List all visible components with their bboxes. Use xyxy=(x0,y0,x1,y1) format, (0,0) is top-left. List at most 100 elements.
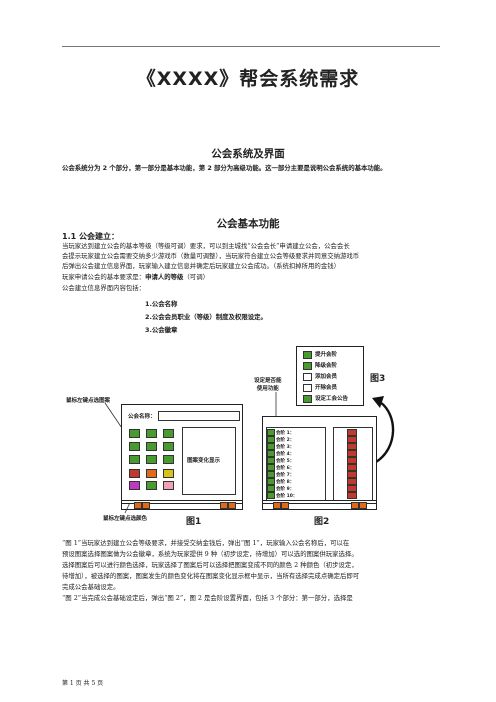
para4-line1: “图 1”当玩家达到建立公会等级要求，并接受交纳金钱后，弹出“图 1”，玩家输入… xyxy=(62,539,350,547)
fig3-label: 图3 xyxy=(370,374,386,384)
para2-prefix: 玩家申请公会的基本要求是： xyxy=(62,273,146,281)
color-option-red[interactable] xyxy=(129,469,140,478)
rank-flag-icon xyxy=(267,478,275,485)
para2: 玩家申请公会的基本要求是：申请人的等级（可调） xyxy=(62,272,434,282)
para3: 公会建立信息界面内容包括： xyxy=(62,284,146,292)
arrow-head-icon xyxy=(372,396,384,408)
menu-add-member[interactable]: 添加会员 xyxy=(303,372,337,382)
pattern-preview-label: 图案变化显示 xyxy=(187,458,221,464)
rank-row-8[interactable]: 会阶 8： xyxy=(267,478,294,485)
fig2-button-b[interactable] xyxy=(281,502,289,509)
pattern-option-6[interactable] xyxy=(163,442,174,451)
pattern-preview-box: 图案变化显示 xyxy=(182,427,236,495)
pattern-option-3[interactable] xyxy=(163,429,174,438)
checkbox-off-icon[interactable] xyxy=(303,383,312,392)
fig1-button-c[interactable] xyxy=(220,502,228,509)
para1-line3: 后弹出公会建立信息界面，玩家输入建立信息并确定后玩家建立公会成功。（系统扣掉所用… xyxy=(62,262,340,270)
fig2-button-bar xyxy=(262,500,377,510)
para2-suffix: （可调） xyxy=(183,273,209,281)
pattern-option-9[interactable] xyxy=(163,455,174,464)
color-option-green[interactable] xyxy=(146,481,157,490)
fig1-label: 图1 xyxy=(186,517,202,527)
permission-toggle-10[interactable] xyxy=(347,492,357,499)
fig1-button-bar xyxy=(121,500,243,510)
rank-flag-icon xyxy=(267,443,275,450)
fig2-button-a[interactable] xyxy=(273,502,281,509)
menu-remove-member[interactable]: 开除会员 xyxy=(303,383,337,393)
checkbox-on-icon[interactable] xyxy=(303,394,312,403)
pattern-option-2[interactable] xyxy=(146,429,157,438)
rank-flag-icon xyxy=(267,436,275,443)
menu-set-notice[interactable]: 设定工会公告 xyxy=(303,394,348,404)
rank-flag-icon xyxy=(267,450,275,457)
rank-flag-icon xyxy=(267,471,275,478)
pattern-option-7[interactable] xyxy=(129,455,140,464)
guild-name-input[interactable] xyxy=(158,411,240,421)
click-color-label: 鼠标左键点选颜色 xyxy=(103,516,148,522)
para4-line3: 选择图案后可以进行颜色选择，玩家选择了图案后可以选择把图案变成不同的颜色 2 种… xyxy=(62,561,358,569)
para1-line1: 当玩家达到建立公会的基本等级（等级可调）要求，可以到主城找“公会会长”申请建立公… xyxy=(62,242,350,250)
rank-row-7[interactable]: 会阶 7： xyxy=(267,471,294,478)
checkbox-on-icon[interactable] xyxy=(303,361,312,370)
click-icon-label: 鼠标左键点选图案 xyxy=(66,398,111,404)
fig2-label: 图2 xyxy=(314,517,330,527)
fig1-button-a[interactable] xyxy=(134,502,142,509)
rank-row-6[interactable]: 会阶 6： xyxy=(267,464,294,471)
fig2-button-d[interactable] xyxy=(359,502,367,509)
rank-row-9[interactable]: 会阶 9： xyxy=(267,485,294,492)
page-footer: 第 1 页 共 5 页 xyxy=(62,680,104,687)
permission-toggle-6[interactable] xyxy=(347,464,357,471)
color-option-orange[interactable] xyxy=(146,469,157,478)
rank-row-5[interactable]: 会阶 5： xyxy=(267,457,294,464)
permission-toggle-5[interactable] xyxy=(347,457,357,464)
list-item-2: 2.公会会员职业（等级）制度及权限设定。 xyxy=(145,313,267,321)
rank-row-4[interactable]: 会阶 4： xyxy=(267,450,294,457)
section2-heading: 公会基本功能 xyxy=(216,218,280,230)
list-item-3: 3.公会徽章 xyxy=(145,326,178,334)
rank-row-3[interactable]: 会阶 3： xyxy=(267,443,294,450)
document-title: 《XXXX》帮会系统需求 xyxy=(136,68,360,90)
color-option-yellow[interactable] xyxy=(163,469,174,478)
color-option-magenta[interactable] xyxy=(129,481,140,490)
pattern-option-5[interactable] xyxy=(146,442,157,451)
rank-flag-icon xyxy=(267,492,275,499)
checkbox-on-icon[interactable] xyxy=(303,350,312,359)
permission-toggle-9[interactable] xyxy=(347,485,357,492)
fig2-button-c[interactable] xyxy=(351,502,359,509)
permission-toggle-3[interactable] xyxy=(347,443,357,450)
subsection-heading: 1.1 公会建立： xyxy=(62,232,119,241)
color-option-pink[interactable] xyxy=(163,481,174,490)
para4-line5: 完成公会基础设定。 xyxy=(62,583,120,591)
permission-toggle-4[interactable] xyxy=(347,450,357,457)
rank-flag-icon xyxy=(267,429,275,436)
para2-bold: 申请人的等级 xyxy=(145,273,184,281)
para5-line1: “图 2”当完成公会基础设定后，弹出“图 2”，图 2 是会阶设置界面，包括 3… xyxy=(62,594,353,602)
guild-name-label: 公会名称： xyxy=(128,414,156,420)
permission-toggle-7[interactable] xyxy=(347,471,357,478)
rank-row-10[interactable]: 会阶 10： xyxy=(267,492,297,499)
rank-flag-icon xyxy=(267,464,275,471)
fig1-button-d[interactable] xyxy=(228,502,236,509)
checkbox-off-icon[interactable] xyxy=(303,372,312,381)
list-item-1: 1.公会名称 xyxy=(145,300,178,308)
fig1-guild-create-window: 公会名称： 图案变化显示 xyxy=(121,404,243,504)
permission-toggle-1[interactable] xyxy=(347,429,357,436)
menu-promote[interactable]: 提升会阶 xyxy=(303,350,337,360)
fig2-rank-settings-window: 会阶 1： 会阶 2： 会阶 3： 会阶 4： 会阶 5： 会阶 6： 会阶 7… xyxy=(262,416,377,504)
rank-row-1[interactable]: 会阶 1： xyxy=(267,429,294,436)
permission-toggle-2[interactable] xyxy=(347,436,357,443)
rank-row-2[interactable]: 会阶 2： xyxy=(267,436,294,443)
pattern-option-8[interactable] xyxy=(146,455,157,464)
fig3-permission-menu: 提升会阶 降级会阶 添加会员 开除会员 设定工会公告 xyxy=(296,346,364,406)
permission-toggle-8[interactable] xyxy=(347,478,357,485)
menu-demote[interactable]: 降级会阶 xyxy=(303,361,337,371)
section1-summary: 公会系统分为 2 个部分，第一部分是基本功能，第 2 部分为高级功能。这一部分主… xyxy=(62,164,387,172)
para4-line4: 待增加），被选择的图案，图案发生的颜色变化将在图案变化显示框中显示，当所有选择完… xyxy=(62,572,360,580)
rank-flag-icon xyxy=(267,485,275,492)
pattern-option-4[interactable] xyxy=(129,442,140,451)
header-rule xyxy=(62,46,440,47)
fig1-button-b[interactable] xyxy=(142,502,150,509)
pattern-option-1[interactable] xyxy=(129,429,140,438)
rank-flag-icon xyxy=(267,457,275,464)
